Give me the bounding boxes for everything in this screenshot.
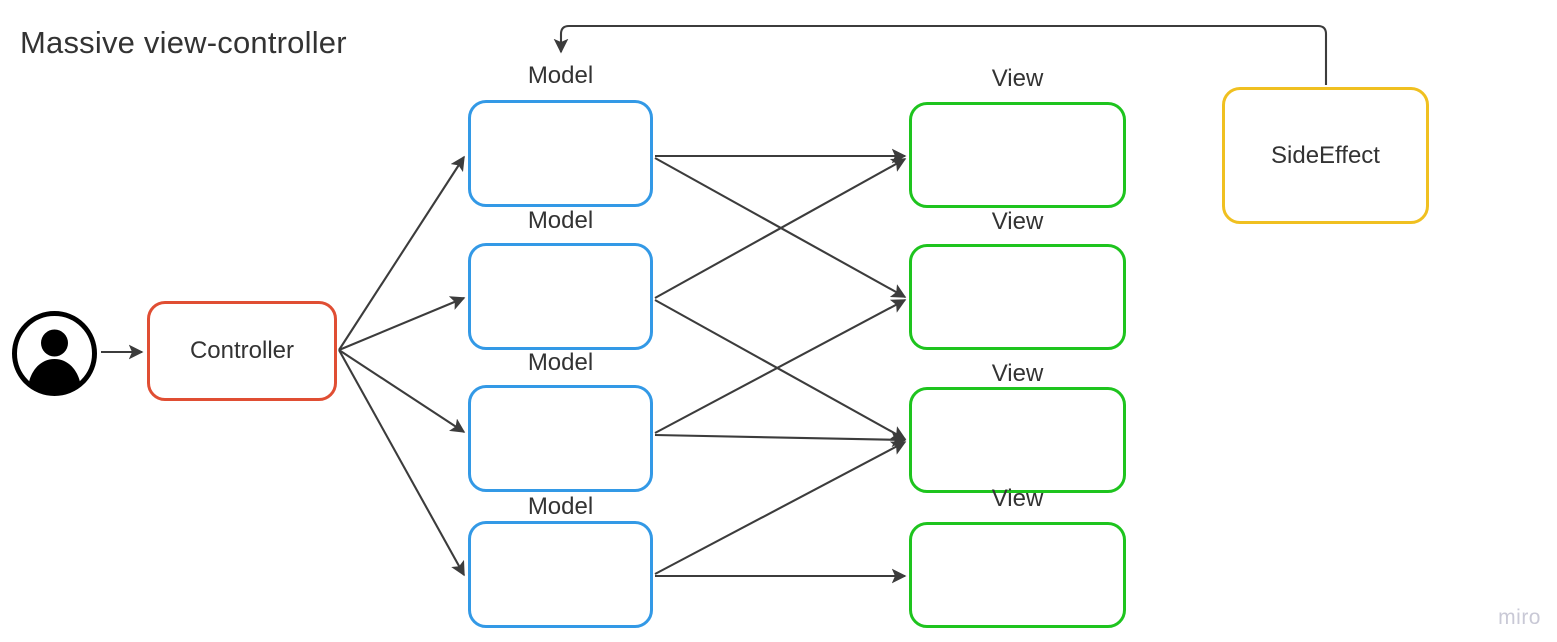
node-view-2[interactable] [909,244,1126,350]
node-view-2-label: View [991,208,1044,235]
node-model-3-label: Model [527,349,594,376]
node-view-1-label: View [991,65,1044,92]
node-sideeffect[interactable]: SideEffect [1222,87,1429,224]
node-view-1[interactable] [909,102,1126,208]
edge-controller-model-3 [338,349,466,433]
edge-model-2-view-1 [654,158,907,299]
node-model-4-label: Model [527,493,594,520]
edge-controller-model-1 [338,155,465,351]
edge-model-2-view-3 [654,299,907,440]
node-model-3[interactable] [468,385,653,492]
edge-model-4-view-3 [654,441,907,575]
page-title: Massive view-controller [20,25,347,60]
node-controller-label: Controller [189,337,295,364]
node-view-4-label: View [991,485,1044,512]
edge-model-3-view-3 [654,432,907,448]
node-view-4[interactable] [909,522,1126,628]
node-controller[interactable]: Controller [147,301,337,401]
node-model-2-label: Model [527,207,594,234]
node-model-4[interactable] [468,521,653,628]
node-model-1-label: Model [527,62,594,89]
edge-model-3-view-2 [654,299,907,434]
miro-watermark: miro [1498,606,1541,629]
edge-model-1-view-2 [654,157,907,298]
node-view-3[interactable] [909,387,1126,493]
edge-controller-model-4 [338,349,465,577]
node-model-2[interactable] [468,243,653,350]
node-view-3-label: View [991,360,1044,387]
node-sideeffect-label: SideEffect [1271,141,1380,169]
user-avatar-icon [12,311,97,396]
node-model-1[interactable] [468,100,653,207]
edge-controller-model-2 [338,296,466,351]
